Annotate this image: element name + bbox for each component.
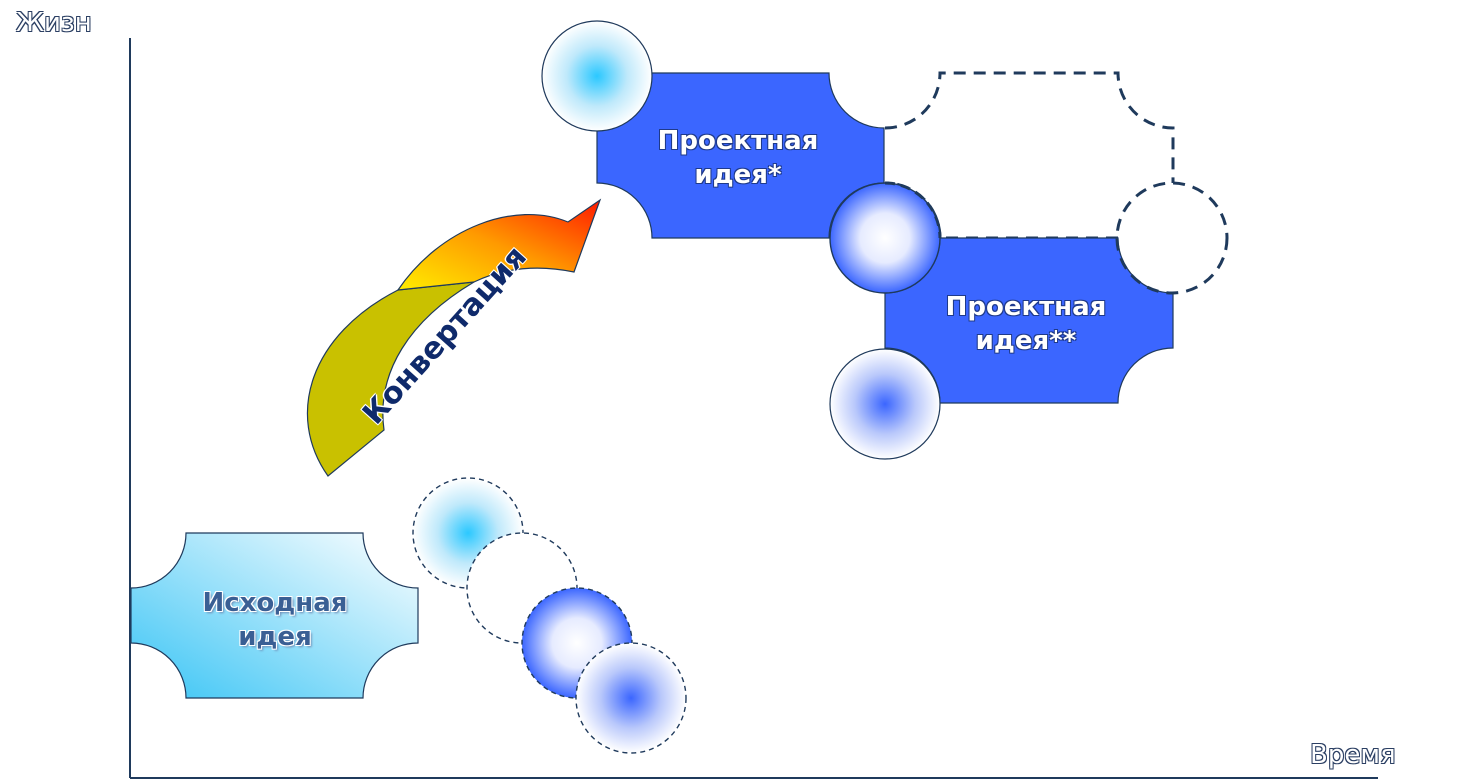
source-idea-line1: Исходная <box>202 588 348 618</box>
circle-top-left <box>541 20 653 132</box>
x-axis-label: Время <box>1310 740 1396 770</box>
conversion-arrow-head <box>396 198 602 291</box>
source-idea-shape <box>130 532 419 699</box>
project-idea-1-line1: Проектная <box>657 126 819 156</box>
y-axis-label: Жизн <box>16 8 92 38</box>
project-idea-1-line2: идея* <box>694 160 782 190</box>
project-idea-1-label: Проектная идея* <box>638 124 838 192</box>
project-idea-2-line1: Проектная <box>945 292 1107 322</box>
circle-bottom <box>829 348 941 460</box>
circle-junction <box>829 182 941 294</box>
source-idea-label: Исходная идея <box>175 586 375 654</box>
dashed-circle-right <box>1115 181 1229 295</box>
dashed-circle-4 <box>575 642 687 754</box>
project-idea-2-line2: идея** <box>975 326 1077 356</box>
project-idea-2-label: Проектная идея** <box>926 290 1126 358</box>
source-idea-line2: идея <box>238 622 312 652</box>
